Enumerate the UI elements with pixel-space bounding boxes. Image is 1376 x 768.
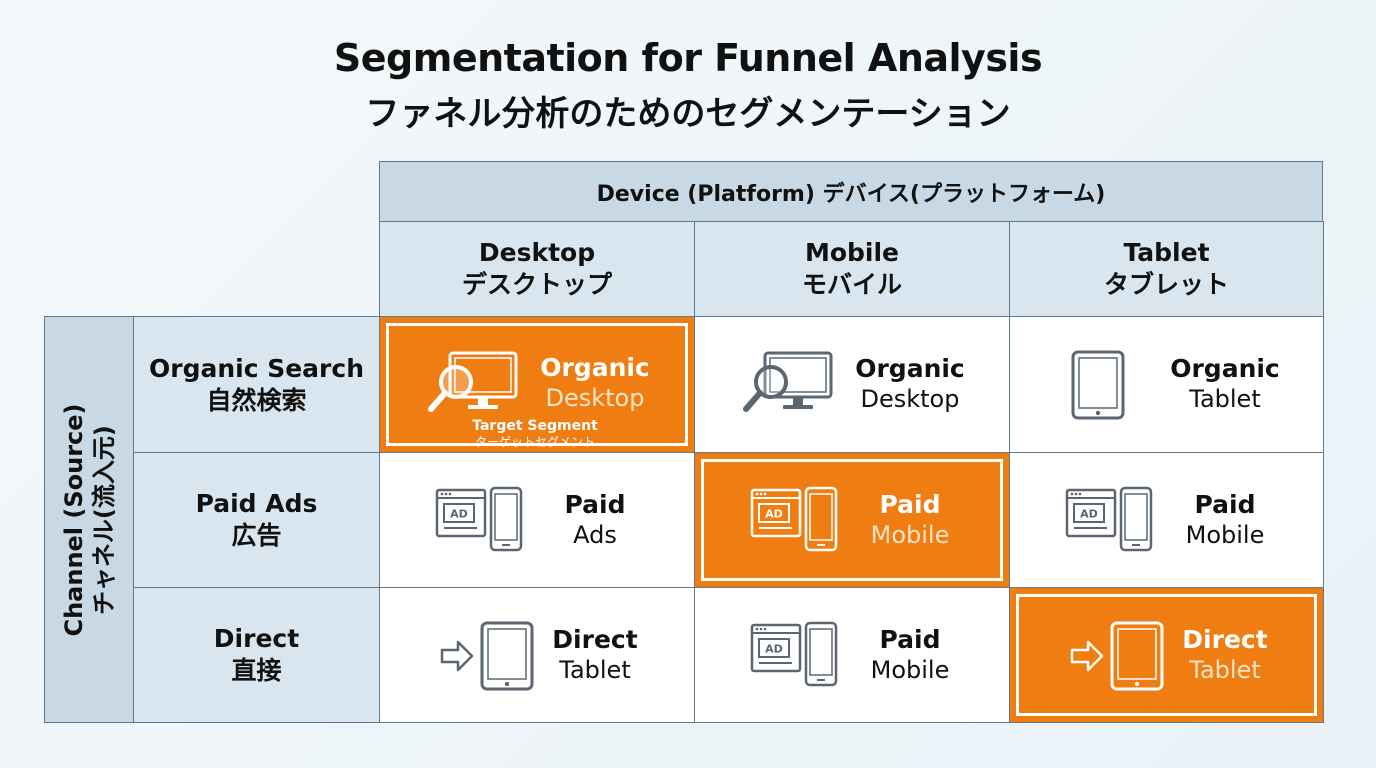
segment-label-secondary: Tablet xyxy=(559,656,631,684)
segment-label-primary: Direct xyxy=(1182,625,1268,654)
segment-label-secondary: Mobile xyxy=(870,656,950,684)
device-label-ja: デスクトップ xyxy=(461,270,612,299)
channel-header-ja: チャネル(流入元) xyxy=(90,424,118,615)
highlight-frame xyxy=(386,323,688,446)
channel-label-ja: 広告 xyxy=(231,521,282,550)
target-segment-tag-ja: ターゲットセグメント xyxy=(474,435,595,449)
channel-row-direct: Direct 直接 xyxy=(133,587,380,723)
segment-label-secondary: Ads xyxy=(573,521,617,549)
title-ja: ファネル分析のためのセグメンテーション xyxy=(365,94,1011,134)
ad-browser-phone-icon: AD xyxy=(750,621,840,693)
segment-label-secondary: Mobile xyxy=(1185,521,1265,549)
device-label-ja: タブレット xyxy=(1103,270,1229,299)
search-monitor-icon xyxy=(426,350,522,420)
search-monitor-icon xyxy=(741,350,837,420)
segment-label-secondary: Mobile xyxy=(870,521,950,549)
channel-row-paid-ads: Paid Ads 広告 xyxy=(133,452,380,588)
segment-label-primary: Organic xyxy=(1170,354,1280,383)
channel-label-ja: 自然検索 xyxy=(206,385,307,415)
target-segment-tag-en: Target Segment xyxy=(472,418,598,434)
svg-text:AD: AD xyxy=(765,508,783,521)
segment-label-primary: Organic xyxy=(855,354,965,383)
tablet-icon xyxy=(1070,349,1126,425)
segment-label-secondary: Desktop xyxy=(545,384,645,412)
svg-text:AD: AD xyxy=(450,508,468,521)
svg-text:AD: AD xyxy=(765,643,783,656)
arrow-tablet-icon xyxy=(1068,620,1168,696)
segment-label-primary: Paid xyxy=(879,490,941,519)
channel-label-en: Direct xyxy=(213,624,300,653)
segment-label-primary: Direct xyxy=(552,625,638,654)
highlight-frame xyxy=(1016,594,1317,716)
segment-label-secondary: Tablet xyxy=(1189,656,1261,684)
device-label-ja: モバイル xyxy=(801,270,902,299)
device-header-mobile: Mobile モバイル xyxy=(694,221,1010,317)
device-label-en: Desktop xyxy=(478,238,596,267)
ad-browser-phone-icon: AD xyxy=(435,486,525,558)
highlight-frame xyxy=(701,459,1003,581)
ad-browser-phone-icon: AD xyxy=(1065,486,1155,558)
segment-label-secondary: Desktop xyxy=(860,385,960,413)
device-label-en: Mobile xyxy=(804,238,900,267)
channel-label-en: Paid Ads xyxy=(195,489,318,518)
title-en: Segmentation for Funnel Analysis xyxy=(333,36,1043,80)
arrow-tablet-icon xyxy=(438,620,538,696)
ad-browser-phone-icon: AD xyxy=(750,486,840,558)
channel-header: Channel (Source) チャネル(流入元) xyxy=(44,316,134,723)
device-header: Device (Platform) デバイス(プラットフォーム) xyxy=(379,161,1323,222)
device-label-en: Tablet xyxy=(1123,238,1210,267)
channel-header-en: Channel (Source) xyxy=(60,402,88,637)
device-header-tablet: Tablet タブレット xyxy=(1009,221,1324,317)
svg-text:AD: AD xyxy=(1080,508,1098,521)
segment-label-primary: Organic xyxy=(540,353,650,382)
segment-label-primary: Paid xyxy=(564,490,626,519)
channel-label-en: Organic Search xyxy=(148,353,364,383)
channel-label-ja: 直接 xyxy=(231,656,282,685)
segment-label-primary: Paid xyxy=(879,625,941,654)
segment-label-primary: Paid xyxy=(1194,490,1256,519)
segment-label-secondary: Tablet xyxy=(1189,385,1261,413)
device-header-desktop: Desktop デスクトップ xyxy=(379,221,695,317)
